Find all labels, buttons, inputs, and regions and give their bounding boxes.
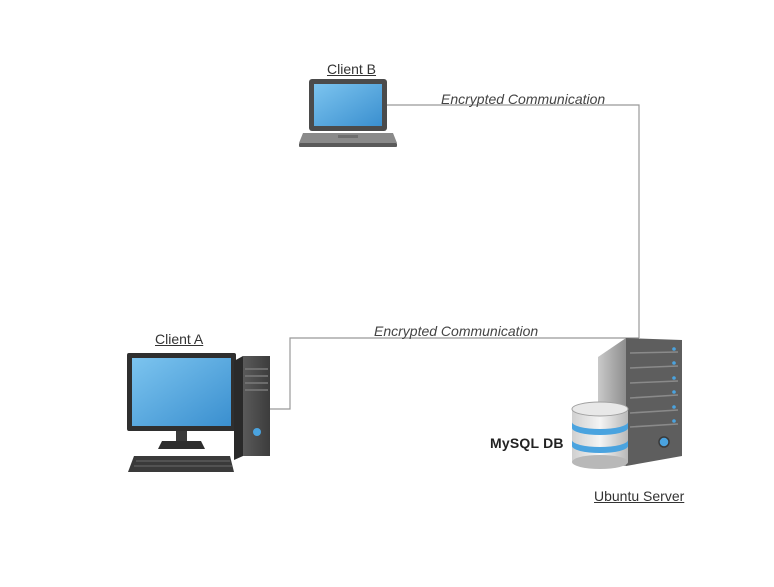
laptop-icon[interactable] — [299, 79, 397, 147]
desktop-computer-icon[interactable] — [127, 353, 270, 472]
ubuntu-server-label[interactable]: Ubuntu Server — [594, 488, 685, 504]
database-icon[interactable] — [571, 401, 629, 469]
connector-client-b-server[interactable] — [386, 104, 640, 338]
edge-label-client-a: Encrypted Communication — [374, 323, 539, 339]
mysql-db-label: MySQL DB — [490, 435, 564, 451]
client-a-label[interactable]: Client A — [155, 331, 204, 347]
client-b-label[interactable]: Client B — [327, 61, 377, 77]
connector-client-a-server[interactable] — [270, 337, 639, 410]
edge-label-client-b: Encrypted Communication — [441, 91, 606, 107]
